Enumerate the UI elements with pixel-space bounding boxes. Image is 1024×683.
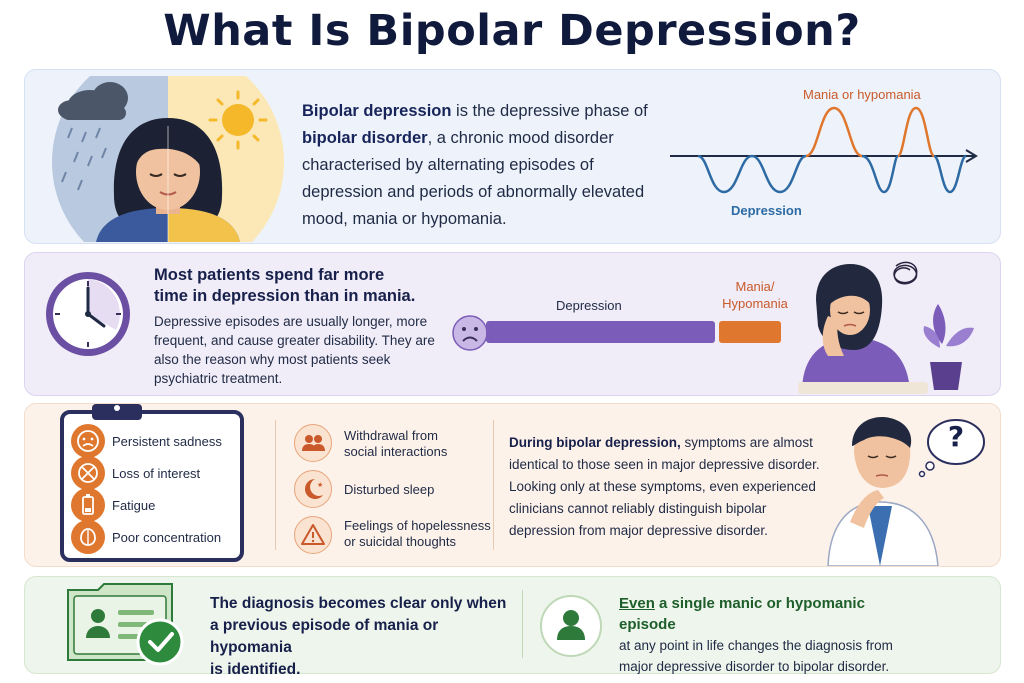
- question-bubble-icon: [918, 419, 985, 478]
- divider: [275, 420, 276, 550]
- warning-icon: [294, 516, 332, 554]
- low-battery-icon: [71, 488, 105, 522]
- depression-bar-label: Depression: [556, 298, 622, 313]
- crossed-circle-icon: [71, 456, 105, 490]
- mania-bar-label: Mania/Hypomania: [722, 279, 788, 311]
- diagnosis-panel: [24, 576, 1001, 674]
- definition-text: Bipolar depression is the depressive pha…: [302, 102, 648, 228]
- moon-icon: ★: [294, 470, 332, 508]
- scribble-icon: [893, 261, 918, 285]
- depression-bar: [486, 321, 715, 343]
- sad-woman-illustration: [798, 261, 974, 394]
- wave-mania-label: Mania or hypomania: [803, 87, 921, 102]
- time-spent-body: Depressive episodes are usually longer, …: [154, 314, 435, 386]
- mood-wave-chart: [670, 106, 978, 194]
- divider: [493, 420, 494, 550]
- wave-depression-label: Depression: [731, 203, 802, 218]
- symptom-label: Persistent sadness: [112, 434, 222, 449]
- question-mark: ?: [947, 420, 965, 453]
- sun-icon: [208, 90, 268, 150]
- clock-icon: [46, 272, 130, 356]
- patient-file-icon: [67, 583, 184, 666]
- symptom-label: Poor concentration: [112, 530, 222, 545]
- people-icon: [294, 424, 332, 462]
- woman-weather-illustration: [52, 76, 284, 242]
- woman-face-illustration: [96, 118, 240, 242]
- sad-face-icon: [452, 315, 488, 351]
- clipboard-icon: [60, 404, 244, 562]
- sad-face-icon: [71, 424, 105, 458]
- brain-icon: [71, 520, 105, 554]
- rain-cloud-icon: [58, 82, 128, 191]
- symptom-label: Loss of interest: [112, 466, 201, 481]
- single-episode-text: Even a single manic or hypomanic episode…: [619, 595, 893, 674]
- divider: [522, 590, 523, 658]
- svg-text:★: ★: [317, 481, 323, 489]
- plant-icon: [923, 304, 974, 390]
- thinking-doctor-illustration: [827, 417, 985, 566]
- symptom-label: Fatigue: [112, 498, 156, 513]
- bipolar-depression-explanation: During bipolar depression, symptoms are …: [509, 435, 820, 538]
- user-icon: [540, 595, 602, 657]
- page-title: What Is Bipolar Depression?: [163, 6, 861, 56]
- mania-bar: [719, 321, 781, 343]
- symptom-label: Disturbed sleep: [344, 482, 435, 497]
